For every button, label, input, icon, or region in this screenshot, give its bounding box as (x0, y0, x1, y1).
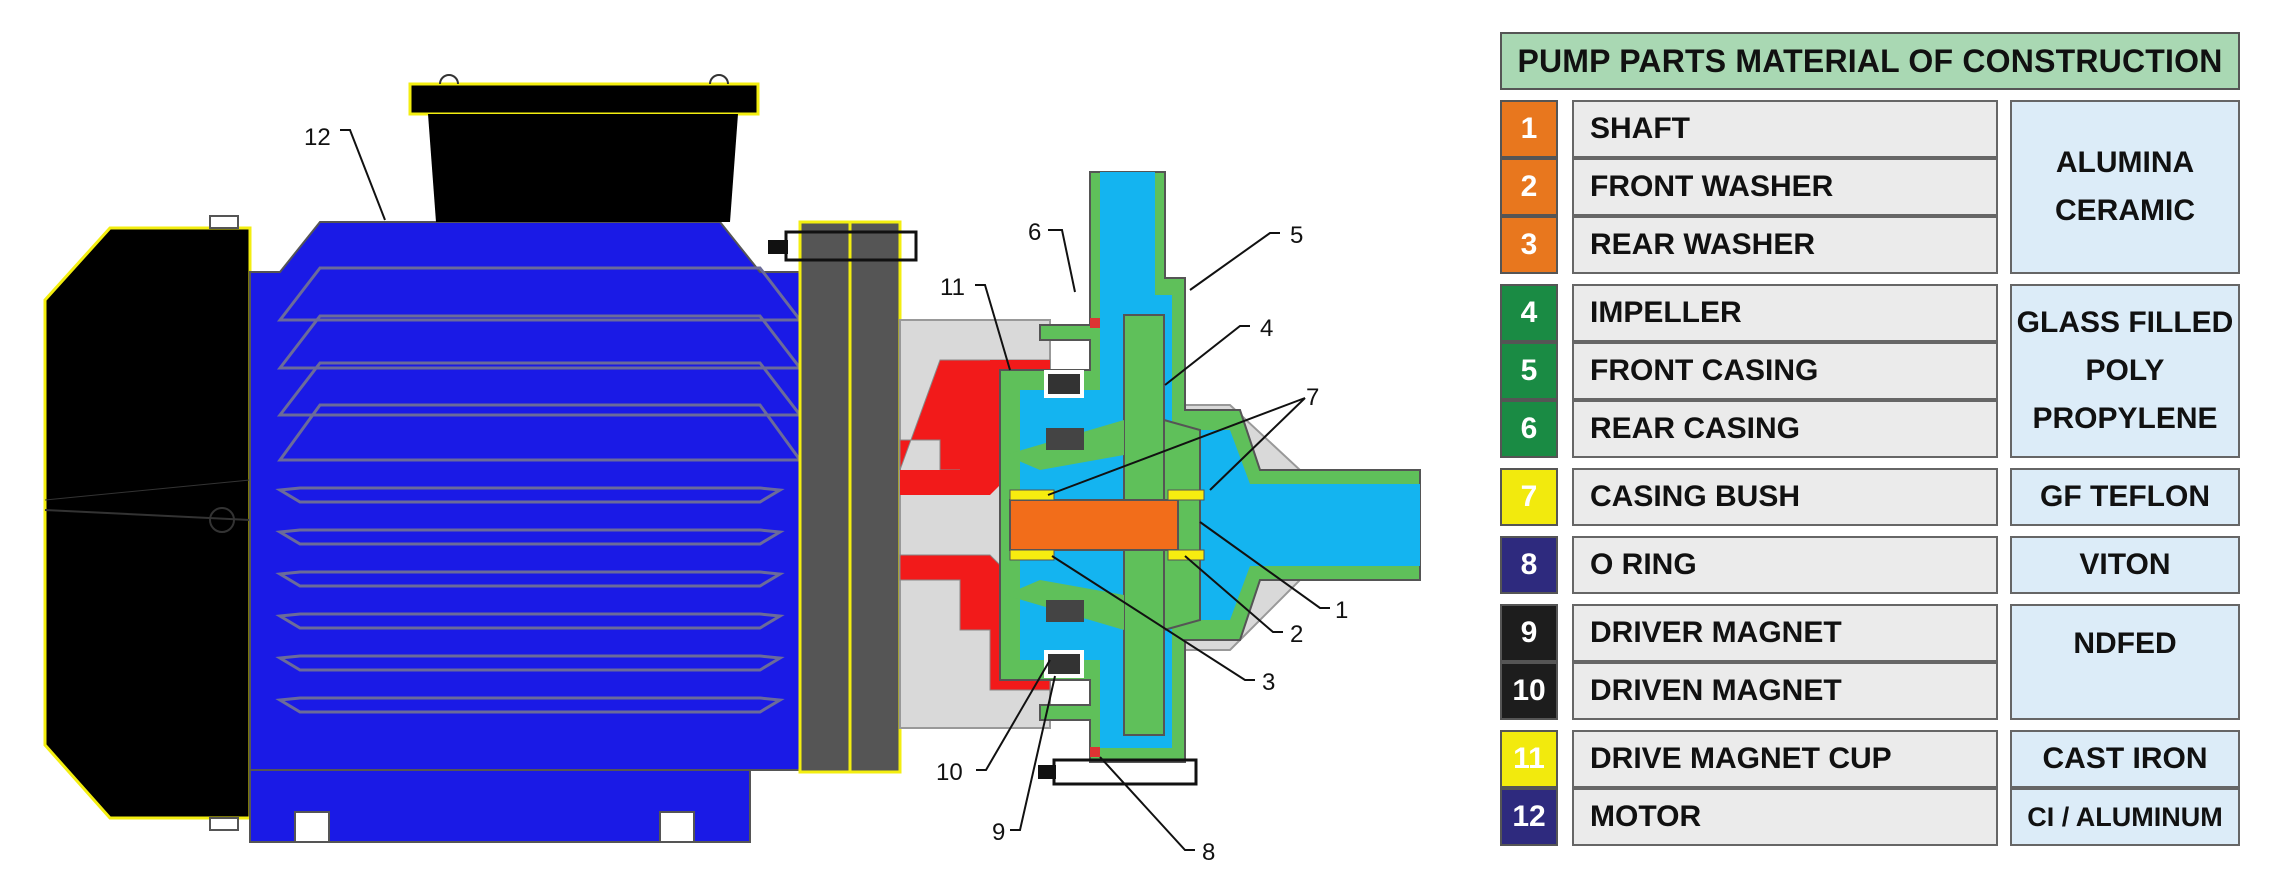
part-number-9: 9 (1500, 604, 1558, 662)
material-gf-teflon: GF TEFLON (2010, 468, 2240, 526)
part-name-drive-magnet-cup: DRIVE MAGNET CUP (1572, 730, 1998, 788)
callout-8: 8 (1202, 839, 1215, 866)
part-name-casing-bush: CASING BUSH (1572, 468, 1998, 526)
part-number-7: 7 (1500, 468, 1558, 526)
casing-bush (1009, 489, 1205, 561)
part-number-6: 6 (1500, 400, 1558, 458)
driver-magnet (1044, 370, 1084, 678)
motor-body (249, 221, 804, 843)
callout-12: 12 (304, 124, 331, 151)
material-viton: VITON (2010, 536, 2240, 594)
callout-leaders (340, 129, 1330, 851)
callout-5: 5 (1290, 222, 1303, 249)
casing-bolt (1038, 758, 1198, 786)
part-name-front-washer: FRONT WASHER (1572, 158, 1998, 216)
material-alumina-ceramic: ALUMINA CERAMIC (2010, 100, 2240, 274)
part-name-motor: MOTOR (1572, 788, 1998, 846)
part-name-driver-magnet: DRIVER MAGNET (1572, 604, 1998, 662)
material-glass-filled-polypropylene: GLASS FILLED POLY PROPYLENE (2010, 284, 2240, 458)
material-ci-aluminum: CI / ALUMINUM (2010, 788, 2240, 846)
callout-10: 10 (936, 759, 963, 786)
callout-1: 1 (1335, 597, 1348, 624)
part-name-front-casing: FRONT CASING (1572, 342, 1998, 400)
motor-fan-cover (43, 215, 252, 831)
part-number-8: 8 (1500, 536, 1558, 594)
part-number-5: 5 (1500, 342, 1558, 400)
driven-magnet (1046, 428, 1084, 622)
part-name-shaft: SHAFT (1572, 100, 1998, 158)
material-cast-iron: CAST IRON (2010, 730, 2240, 788)
shaft (1009, 499, 1179, 551)
part-number-10: 10 (1500, 662, 1558, 720)
part-number-12: 12 (1500, 788, 1558, 846)
callout-2: 2 (1290, 621, 1303, 648)
part-number-11: 11 (1500, 730, 1558, 788)
part-name-o-ring: O RING (1572, 536, 1998, 594)
materials-legend-table: PUMP PARTS MATERIAL OF CONSTRUCTION 1 2 … (1500, 32, 2240, 852)
part-name-impeller: IMPELLER (1572, 284, 1998, 342)
callout-3: 3 (1262, 669, 1275, 696)
o-ring (1090, 318, 1100, 757)
part-number-1: 1 (1500, 100, 1558, 158)
callout-7: 7 (1306, 384, 1319, 411)
motor-terminal-box (408, 74, 760, 222)
motor-flange (768, 220, 918, 774)
callout-9: 9 (992, 819, 1005, 846)
part-name-driven-magnet: DRIVEN MAGNET (1572, 662, 1998, 720)
part-name-rear-casing: REAR CASING (1572, 400, 1998, 458)
part-number-4: 4 (1500, 284, 1558, 342)
pump-cross-section-diagram: 12 6 11 5 4 7 1 2 3 10 9 8 (43, 74, 1421, 866)
material-ndfed: NDFED (2010, 604, 2240, 720)
part-number-2: 2 (1500, 158, 1558, 216)
part-name-rear-washer: REAR WASHER (1572, 216, 1998, 274)
legend-title: PUMP PARTS MATERIAL OF CONSTRUCTION (1500, 32, 2240, 90)
part-number-3: 3 (1500, 216, 1558, 274)
callout-11: 11 (940, 274, 965, 301)
callout-4: 4 (1260, 315, 1273, 342)
callout-6: 6 (1028, 219, 1041, 246)
